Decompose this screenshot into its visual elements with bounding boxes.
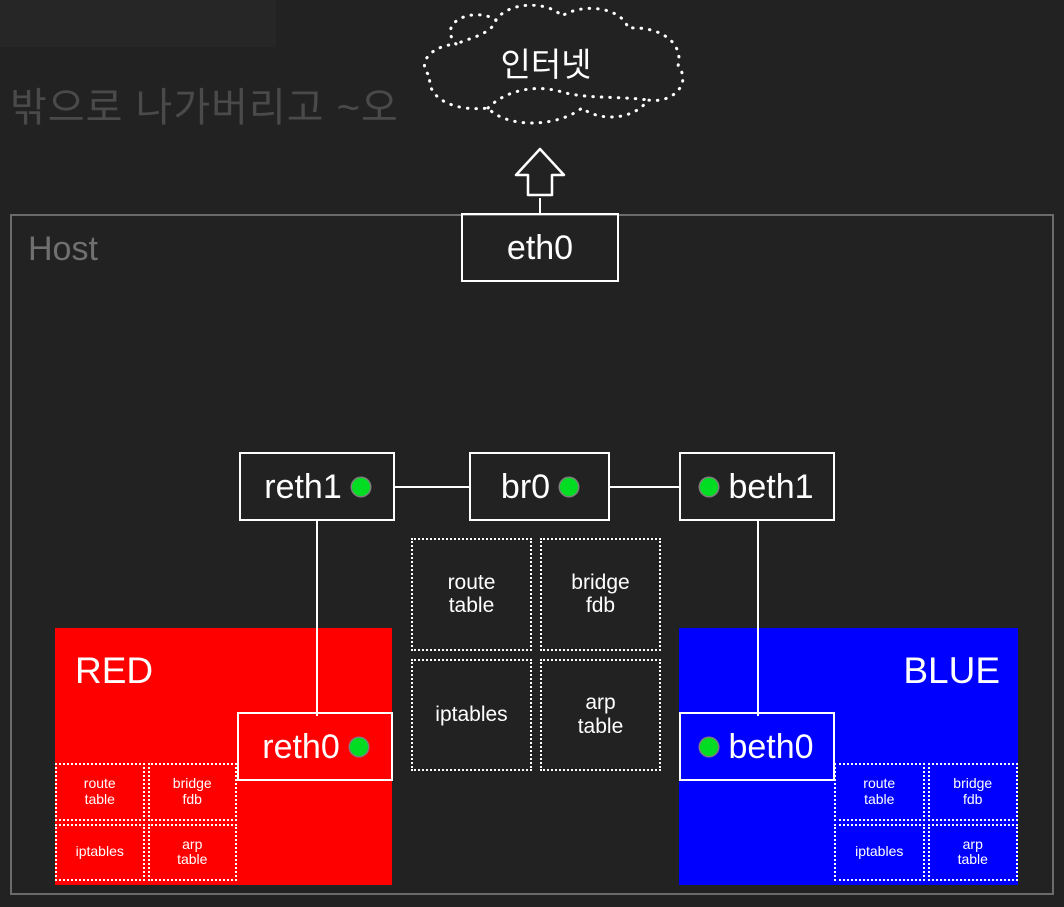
wire-br0-to-beth1 bbox=[610, 486, 680, 488]
wire-beth1-to-beth0 bbox=[757, 521, 759, 716]
blue-table-iptables: iptables bbox=[834, 823, 925, 881]
blue-table-arp: arp table bbox=[927, 823, 1018, 881]
blue-table-bridge-fdb: bridge fdb bbox=[927, 763, 1018, 821]
interface-node-beth1[interactable]: beth1 bbox=[679, 452, 835, 521]
red-table-arp: arp table bbox=[147, 823, 237, 881]
interface-label-beth0: beth0 bbox=[728, 727, 814, 766]
red-table-route: route table bbox=[55, 763, 145, 821]
status-led-icon bbox=[700, 477, 719, 496]
interface-label-reth0: reth0 bbox=[262, 727, 340, 766]
status-led-icon bbox=[351, 477, 370, 496]
host-label: Host bbox=[28, 230, 98, 268]
dim-caption-text: 밖으로 나가버리고 ~오 bbox=[10, 86, 399, 130]
host-tables-grid: route table bridge fdb iptables arp tabl… bbox=[411, 538, 661, 771]
dim-top-left-panel bbox=[0, 0, 276, 47]
status-led-icon bbox=[560, 477, 579, 496]
red-tables-grid: route table bridge fdb iptables arp tabl… bbox=[55, 763, 237, 881]
wire-eth0-to-internet bbox=[539, 198, 541, 214]
interface-node-eth0[interactable]: eth0 bbox=[461, 213, 619, 282]
namespace-blue[interactable]: BLUE route table bridge fdb iptables arp… bbox=[679, 628, 1018, 885]
host-container bbox=[10, 214, 1054, 895]
interface-label-beth1: beth1 bbox=[728, 467, 814, 506]
wire-reth1-to-br0 bbox=[395, 486, 470, 488]
interface-label-reth1: reth1 bbox=[264, 467, 342, 506]
interface-node-reth1[interactable]: reth1 bbox=[239, 452, 395, 521]
host-table-iptables: iptables bbox=[411, 658, 532, 771]
uplink-up-arrow-icon bbox=[512, 146, 568, 198]
interface-label-br0: br0 bbox=[500, 467, 551, 506]
wire-reth1-to-reth0 bbox=[316, 521, 318, 716]
interface-label-eth0: eth0 bbox=[506, 228, 574, 267]
internet-cloud: 인터넷 bbox=[396, 4, 696, 136]
status-led-icon bbox=[700, 737, 719, 756]
blue-tables-grid: route table bridge fdb iptables arp tabl… bbox=[834, 763, 1018, 881]
red-table-bridge-fdb: bridge fdb bbox=[147, 763, 237, 821]
namespace-red[interactable]: RED route table bridge fdb iptables arp … bbox=[55, 628, 392, 885]
interface-node-reth0[interactable]: reth0 bbox=[237, 712, 393, 781]
host-table-bridge-fdb: bridge fdb bbox=[540, 538, 661, 651]
host-table-route: route table bbox=[411, 538, 532, 651]
interface-node-beth0[interactable]: beth0 bbox=[679, 712, 835, 781]
interface-node-br0[interactable]: br0 bbox=[469, 452, 610, 521]
red-table-iptables: iptables bbox=[55, 823, 145, 881]
status-led-icon bbox=[349, 737, 368, 756]
namespace-label-blue: BLUE bbox=[903, 650, 1000, 691]
namespace-label-red: RED bbox=[75, 650, 154, 691]
blue-table-route: route table bbox=[834, 763, 925, 821]
host-table-arp: arp table bbox=[540, 658, 661, 771]
